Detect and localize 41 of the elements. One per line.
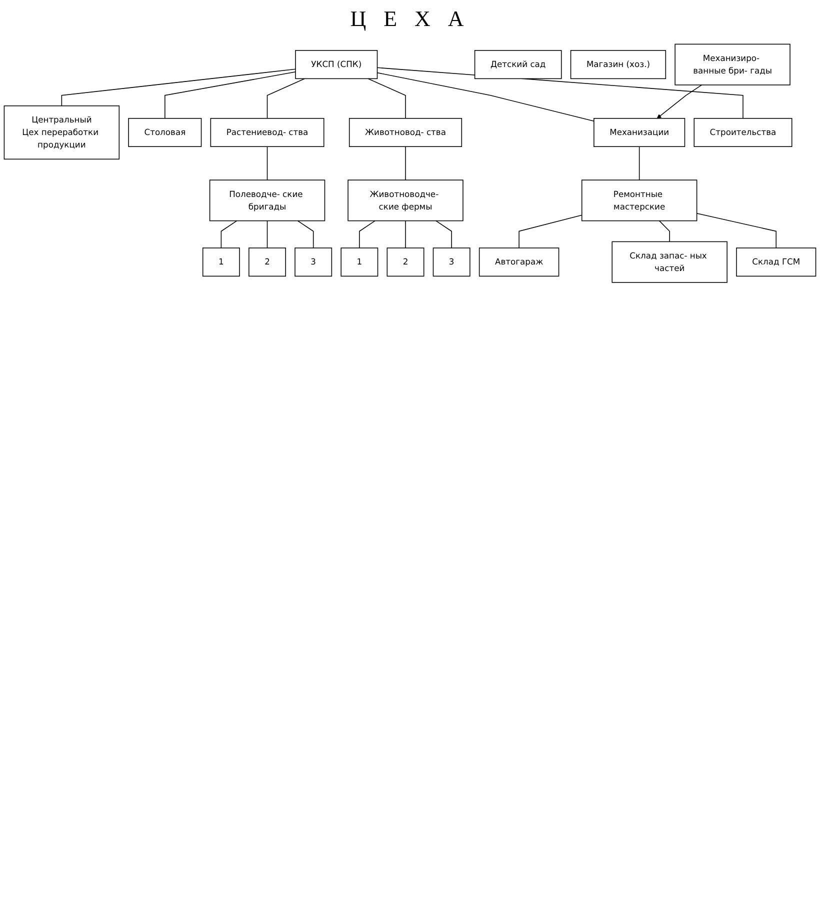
node-box: 1 [202,248,240,277]
node-box: Ремонтные мастерские [581,180,698,222]
connector [405,220,406,248]
connector [518,214,582,248]
connector [266,220,268,248]
node-box: УКСП (СПК) [295,50,378,80]
arrow [656,84,702,119]
node-box: Склад ГСМ [736,248,816,277]
node-box: Животновод- ства [348,118,462,147]
connector [368,78,406,119]
node-box: Механизиро- ванные бри- гады [674,44,790,86]
node-box: 2 [386,248,424,277]
node-box: Строительства [694,118,792,147]
node-box: Автогараж [478,248,560,277]
connector [164,72,296,119]
connector [436,220,452,248]
node-box: Столовая [128,118,202,147]
node-box: Центральный Цех переработки продукции [4,105,120,160]
connector [696,212,777,248]
node-box: Животноводче- ские фермы [348,180,464,222]
connector [61,68,296,106]
connector [266,78,306,119]
connector [266,146,268,180]
node-box: Детский сад [474,50,562,80]
node-box: Склад запас- ных частей [612,241,728,283]
node-box: 1 [340,248,378,277]
node-box: Растениевод- ства [210,118,324,147]
label-text: Ц Е Х А [350,6,470,31]
node-box: 2 [248,248,286,277]
node-box: 3 [432,248,470,277]
connector [359,220,376,248]
node-box: 3 [294,248,332,277]
connector [658,220,670,242]
connector [405,146,406,180]
connector [376,72,594,122]
node-box: Магазин (хоз.) [570,50,666,80]
connector [297,220,314,248]
connector [220,220,238,248]
node-box: Полеводче- ские бригады [209,180,326,222]
connector [638,146,640,180]
node-box: Механизации [594,118,686,147]
